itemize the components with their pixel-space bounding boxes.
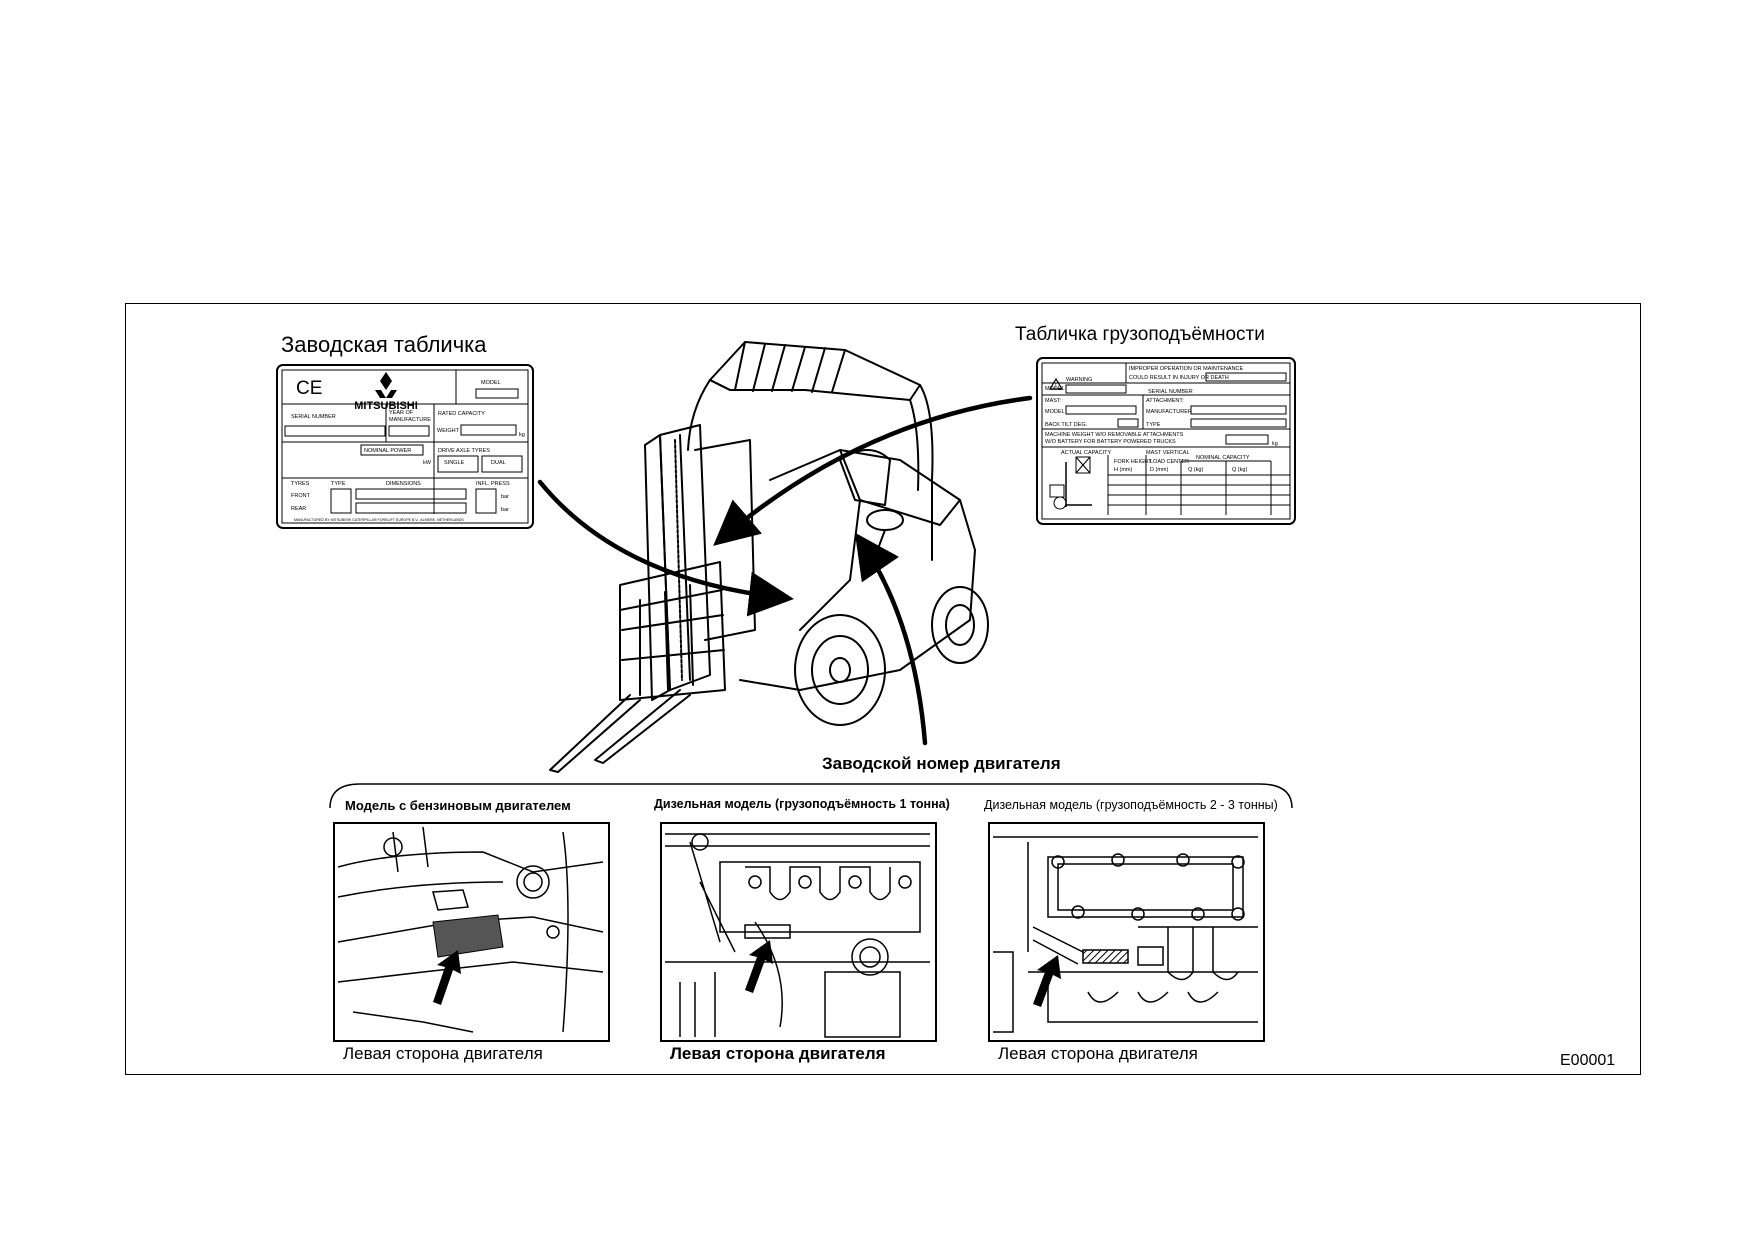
warning-label: WARNING	[1066, 377, 1092, 383]
mast-model-label: MODEL	[1045, 409, 1065, 415]
kw-label: kW	[423, 460, 432, 466]
fork-height-label: FORK HEIGHT	[1114, 459, 1152, 465]
load-center-label: LOAD CENTER	[1150, 459, 1189, 465]
machine-weight-1: MACHINE WEIGHT W/O REMOVABLE ATTACHMENTS	[1045, 432, 1184, 438]
model-label: MODEL	[1045, 386, 1065, 392]
rear-label: REAR	[291, 506, 306, 512]
kg-label: kg	[519, 432, 525, 438]
type-label: TYPE	[1146, 422, 1161, 428]
engine-serial-stamp	[432, 914, 504, 958]
back-tilt-label: BACK TILT DEG.	[1045, 422, 1088, 428]
figure-frame	[125, 303, 1641, 1075]
diesel-2-3t-label: Дизельная модель (грузоподъёмность 2 - 3…	[984, 798, 1278, 812]
model-label: MODEL	[481, 380, 501, 386]
capacity-plate: ! WARNING IMPROPER OPERATION OR MAINTENA…	[1036, 357, 1296, 525]
kg-label: kg	[1272, 441, 1278, 447]
engine-arrow	[854, 532, 928, 746]
bar-rear-label: bar	[501, 507, 509, 513]
col-q1: Q (kg)	[1188, 467, 1203, 473]
machine-weight-2: W/O BATTERY FOR BATTERY POWERED TRUCKS	[1045, 439, 1176, 445]
forklift-pictogram	[1049, 456, 1092, 510]
infl-press-label: INFL. PRESS	[476, 481, 510, 487]
serial-number-label: SERIAL NUMBER	[1148, 389, 1193, 395]
tyres-label: TYRES	[291, 481, 310, 487]
nameplate: CE MITSUBISHI MODEL SERIAL NUMBER YEAR O…	[276, 364, 534, 529]
nominal-power-label: NOMINAL POWER	[364, 448, 411, 454]
manufacturer-label: MANUFACTURER	[1146, 409, 1192, 415]
nominal-capacity-label: NOMINAL CAPACITY	[1196, 455, 1250, 461]
col-q2: Q (kg)	[1232, 467, 1247, 473]
manufacture-label: MANUFACTURE	[389, 417, 431, 423]
type-label: TYPE	[331, 481, 346, 487]
left-side-caption-3: Левая сторона двигателя	[998, 1044, 1198, 1063]
col-h: H (mm)	[1114, 467, 1132, 473]
attachment-label: ATTACHMENT:	[1146, 398, 1184, 404]
brand-logo	[375, 372, 397, 398]
weight-label: WEIGHT	[437, 428, 460, 434]
engine-serial-title: Заводской номер двигателя	[822, 754, 1061, 773]
pointer-arrow-2	[745, 940, 773, 993]
left-side-caption-2: Левая сторона двигателя	[670, 1044, 886, 1063]
section-brace	[329, 783, 1293, 809]
gasoline-model-label: Модель с бензиновым двигателем	[345, 798, 571, 813]
serial-number-label: SERIAL NUMBER	[291, 414, 336, 420]
col-d: D (mm)	[1150, 467, 1168, 473]
engine-detail-diesel-2-3t	[988, 822, 1265, 1042]
mast-vertical-label: MAST VERTICAL	[1146, 450, 1190, 456]
bar-front-label: bar	[501, 494, 509, 500]
figure-code: E00001	[1560, 1052, 1616, 1069]
left-side-caption-1: Левая сторона двигателя	[343, 1044, 543, 1063]
capacity-arrow	[713, 395, 1033, 546]
actual-capacity-label: ACTUAL CAPACITY	[1061, 450, 1111, 456]
rated-capacity-label: RATED CAPACITY	[438, 411, 485, 417]
svg-text:!: !	[1055, 384, 1057, 390]
capacity-plate-title: Табличка грузоподъёмности	[1015, 324, 1265, 345]
drive-axle-tyres-label: DRIVE AXLE TYRES	[438, 448, 490, 454]
ce-mark: CE	[296, 378, 322, 399]
dual-label: DUAL	[491, 460, 506, 466]
nameplate-arrow	[537, 479, 794, 617]
mast-label: MAST:	[1045, 398, 1062, 404]
engine-detail-gasoline	[333, 822, 610, 1042]
warning-icon	[1048, 377, 1064, 390]
diesel-1t-label: Дизельная модель (грузоподъёмность 1 тон…	[654, 797, 950, 811]
warning-text-1: IMPROPER OPERATION OR MAINTENANCE	[1129, 366, 1244, 372]
dimensions-label: DIMENSIONS	[386, 481, 421, 487]
engine-detail-diesel-1t	[660, 822, 937, 1042]
nameplate-footer: MANUFACTURED BY MITSUBISHI CATERPILLAR F…	[294, 518, 464, 522]
single-label: SINGLE	[444, 460, 465, 466]
pointer-arrow-1	[433, 950, 461, 1005]
front-label: FRONT	[291, 493, 311, 499]
pointer-arrow-3	[1033, 955, 1061, 1007]
year-label: YEAR OF	[389, 410, 414, 416]
forklift-illustration	[549, 341, 989, 773]
nameplate-title: Заводская табличка	[281, 332, 487, 357]
warning-text-2: COULD RESULT IN INJURY OR DEATH	[1129, 375, 1229, 381]
